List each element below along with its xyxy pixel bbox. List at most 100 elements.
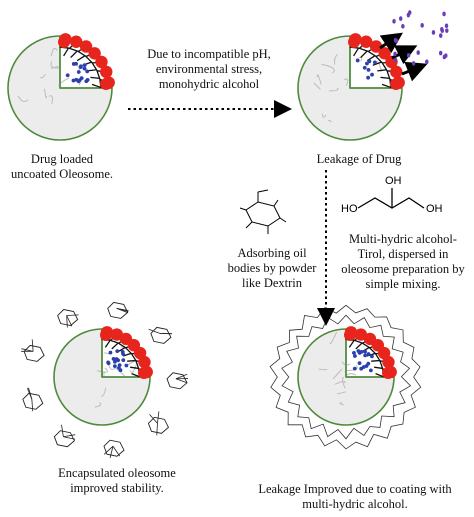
marble-vein bbox=[316, 74, 322, 85]
caption-leakage-improved: Leakage Improved due to coating with mul… bbox=[258, 482, 452, 511]
marble-vein bbox=[329, 331, 338, 345]
drug-particle bbox=[363, 349, 367, 354]
dextrin-coating bbox=[21, 301, 188, 458]
leaked-drug-particle bbox=[406, 12, 411, 18]
dextrin-unit bbox=[147, 416, 170, 434]
alcohol-chain bbox=[281, 314, 412, 440]
dextrin-unit bbox=[53, 430, 75, 448]
leak-arrow bbox=[401, 61, 428, 82]
leaked-drug-particle bbox=[442, 54, 447, 60]
marble-vein bbox=[343, 78, 349, 87]
leaked-drug-particle bbox=[420, 23, 424, 28]
phospholipid-head bbox=[88, 47, 101, 60]
drug-particle bbox=[121, 358, 126, 363]
drug-particle bbox=[108, 350, 113, 355]
drug-particle bbox=[113, 359, 117, 364]
leaked-drug-particle bbox=[406, 53, 411, 58]
glycerol-structure bbox=[357, 188, 425, 209]
leaked-drug-particle bbox=[392, 19, 396, 24]
drug-particle bbox=[365, 61, 369, 66]
phospholipid-head bbox=[100, 78, 112, 90]
marble-vein bbox=[339, 402, 344, 406]
marble-vein bbox=[328, 87, 339, 92]
dextrin-unit bbox=[23, 344, 45, 362]
phospholipid-head bbox=[69, 35, 83, 48]
dextrin-bond bbox=[66, 315, 68, 328]
caption-leakage: Leakage of Drug bbox=[316, 152, 402, 166]
drug-particle bbox=[120, 349, 125, 354]
caption-drug-loaded: Drug loaded uncoated Oleosome. bbox=[10, 152, 114, 181]
leaked-drug-particle bbox=[411, 61, 416, 66]
glycerol-oh-top: OH bbox=[385, 175, 402, 187]
leaked-drug-particle bbox=[416, 50, 420, 55]
marble-vein bbox=[94, 402, 102, 408]
dextrin-text: Adsorbing oil bodies by powder like Dext… bbox=[227, 246, 317, 290]
dextrin-unit bbox=[103, 439, 125, 457]
marble-vein bbox=[50, 66, 59, 69]
drug-particle bbox=[112, 364, 117, 369]
dextrin-unit bbox=[22, 392, 44, 410]
leaked-drug-particle bbox=[425, 59, 429, 65]
drug-particle bbox=[355, 58, 360, 63]
leaked-drug-particle bbox=[399, 16, 403, 21]
drug-particle bbox=[74, 77, 79, 82]
marble-vein bbox=[321, 113, 327, 118]
drug-particle bbox=[85, 78, 90, 82]
arrow-condition-text: Due to incompatible pH, environmental st… bbox=[147, 47, 271, 91]
drug-particle bbox=[372, 60, 377, 65]
phospholipid-head bbox=[58, 36, 70, 48]
phospholipid-head bbox=[100, 65, 113, 79]
phospholipid-head bbox=[390, 65, 403, 79]
drug-leak-group bbox=[379, 10, 449, 82]
alcohol-chain bbox=[269, 304, 422, 450]
drug-particle bbox=[366, 352, 371, 356]
dextrin-bond bbox=[63, 436, 76, 440]
dextrin-bond bbox=[61, 424, 64, 437]
dextrin-bond bbox=[157, 411, 160, 424]
drug-particle bbox=[359, 350, 364, 354]
drug-particle bbox=[82, 63, 87, 68]
oleosome-coated bbox=[297, 326, 397, 426]
leaked-drug-particle bbox=[401, 23, 405, 29]
drug-particle bbox=[366, 75, 371, 80]
oleosome-body bbox=[297, 35, 403, 141]
marble-vein bbox=[337, 391, 347, 395]
drug-particle bbox=[65, 73, 70, 78]
drug-particle bbox=[85, 69, 90, 74]
marble-vein bbox=[39, 73, 46, 79]
marble-vein bbox=[321, 63, 335, 74]
dextrin-bond bbox=[175, 373, 188, 380]
drug-particle bbox=[370, 72, 374, 77]
dextrin-bond bbox=[31, 399, 34, 412]
phospholipid-head bbox=[138, 355, 151, 369]
drug-particle bbox=[111, 357, 116, 361]
dextrin-bond bbox=[103, 445, 114, 455]
leaked-drug-particle bbox=[438, 50, 443, 56]
phospholipid-head bbox=[344, 329, 356, 341]
leaked-drug-particle bbox=[445, 28, 449, 33]
oleosome-drug-loaded bbox=[7, 33, 115, 141]
dextrin-bond bbox=[112, 445, 121, 457]
drug-particle bbox=[356, 349, 361, 353]
marble-vein bbox=[334, 380, 346, 385]
alcohol-text: Multi-hydric alcohol- Tirol, dispersed i… bbox=[341, 232, 465, 291]
drug-particle bbox=[364, 364, 369, 368]
marble-vein bbox=[43, 88, 47, 99]
drug-particle bbox=[77, 78, 82, 83]
leaked-drug-particle bbox=[431, 30, 436, 35]
drug-particle bbox=[114, 357, 119, 361]
marble-vein bbox=[342, 376, 346, 389]
dextrin-bond bbox=[26, 387, 33, 400]
dextrin-unit-icon bbox=[239, 189, 287, 234]
drug-particle bbox=[362, 65, 367, 70]
phospholipid-head bbox=[348, 36, 360, 48]
marble-vein bbox=[97, 367, 108, 373]
dextrin-unit bbox=[150, 326, 172, 344]
drug-particle bbox=[370, 354, 374, 359]
phospholipid-head bbox=[390, 78, 402, 90]
drug-particle bbox=[359, 366, 364, 371]
drug-particle bbox=[117, 365, 121, 370]
drug-particle bbox=[352, 366, 357, 371]
glycerol-ho-left: HO bbox=[341, 203, 358, 215]
